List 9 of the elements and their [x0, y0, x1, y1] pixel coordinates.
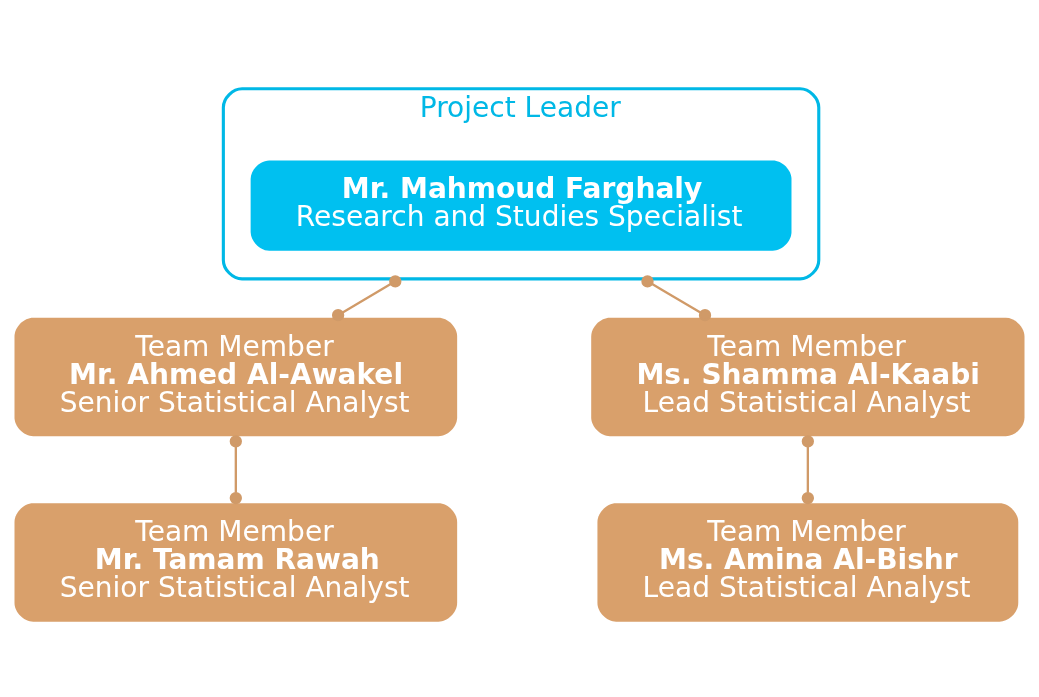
node-box: Team Member Ms. Shamma Al-Kaabi Lead Statistical Analyst: [591, 317, 1025, 436]
node-box: Team Member Mr. Tamam Rawah Senior Statistical Analyst: [14, 502, 458, 622]
connector: [801, 434, 814, 504]
node-box: Team Member Ms. Amina Al-Bishr Lead Statistical Analyst: [597, 502, 1019, 622]
connector: [331, 274, 402, 321]
node-box: Mr. Mahmoud Farghaly Research and Studies Specialist: [250, 159, 792, 251]
node-box: Team Member Mr. Ahmed Al-Awakel Senior Statistical Analyst: [14, 317, 458, 436]
connector: [641, 274, 712, 321]
connector: [229, 434, 242, 504]
